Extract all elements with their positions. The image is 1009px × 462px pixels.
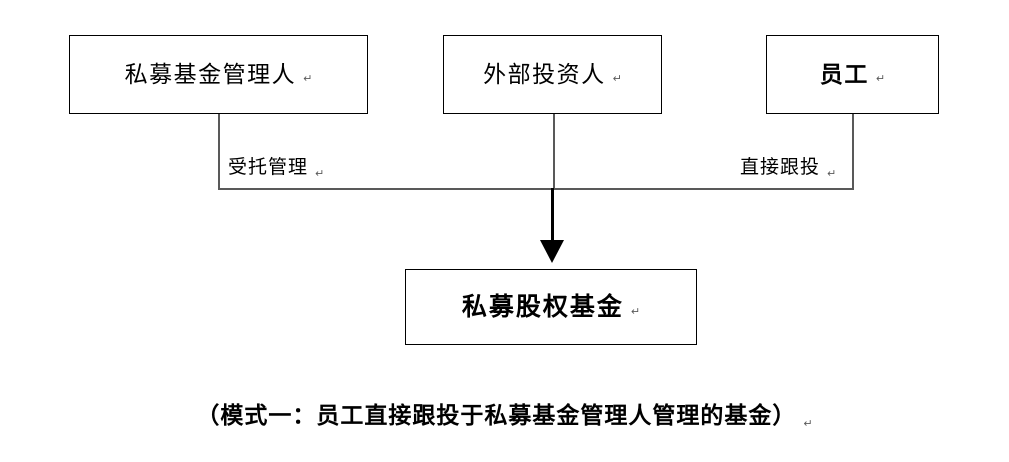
node-manager-label: 私募基金管理人	[124, 62, 297, 87]
diagram-caption: （模式一：员工直接跟投于私募基金管理人管理的基金） ↵	[0, 396, 1009, 430]
connector-horizontal-bus	[218, 188, 854, 190]
arrow-shaft-to-fund	[551, 188, 554, 244]
diagram-caption-text: （模式一：员工直接跟投于私募基金管理人管理的基金）	[196, 403, 797, 428]
connector-employee-vertical	[852, 114, 854, 189]
node-external-investor[interactable]: 外部投资人 ↵	[443, 35, 662, 114]
paragraph-mark-icon: ↵	[612, 72, 622, 85]
node-employee[interactable]: 员工 ↵	[766, 35, 939, 114]
paragraph-mark-icon: ↵	[803, 417, 813, 430]
edge-label-entrusted-management-text: 受托管理	[228, 157, 309, 178]
node-investor-label: 外部投资人	[483, 62, 606, 87]
connector-manager-vertical	[218, 114, 220, 189]
edge-label-direct-co-invest-text: 直接跟投	[740, 157, 821, 178]
node-private-equity-fund[interactable]: 私募股权基金 ↵	[405, 269, 697, 345]
edge-label-entrusted-management: 受托管理 ↵	[228, 152, 325, 180]
paragraph-mark-icon: ↵	[827, 167, 837, 180]
paragraph-mark-icon: ↵	[315, 167, 325, 180]
node-employee-label: 员工	[819, 62, 869, 87]
arrow-head-icon	[540, 240, 564, 263]
edge-label-direct-co-invest: 直接跟投 ↵	[740, 152, 837, 180]
node-private-fund-manager[interactable]: 私募基金管理人 ↵	[69, 35, 368, 114]
paragraph-mark-icon: ↵	[303, 72, 313, 85]
connector-investor-vertical	[553, 114, 555, 189]
paragraph-mark-icon: ↵	[875, 72, 886, 85]
node-fund-label: 私募股权基金	[461, 293, 624, 321]
paragraph-mark-icon: ↵	[630, 304, 641, 318]
